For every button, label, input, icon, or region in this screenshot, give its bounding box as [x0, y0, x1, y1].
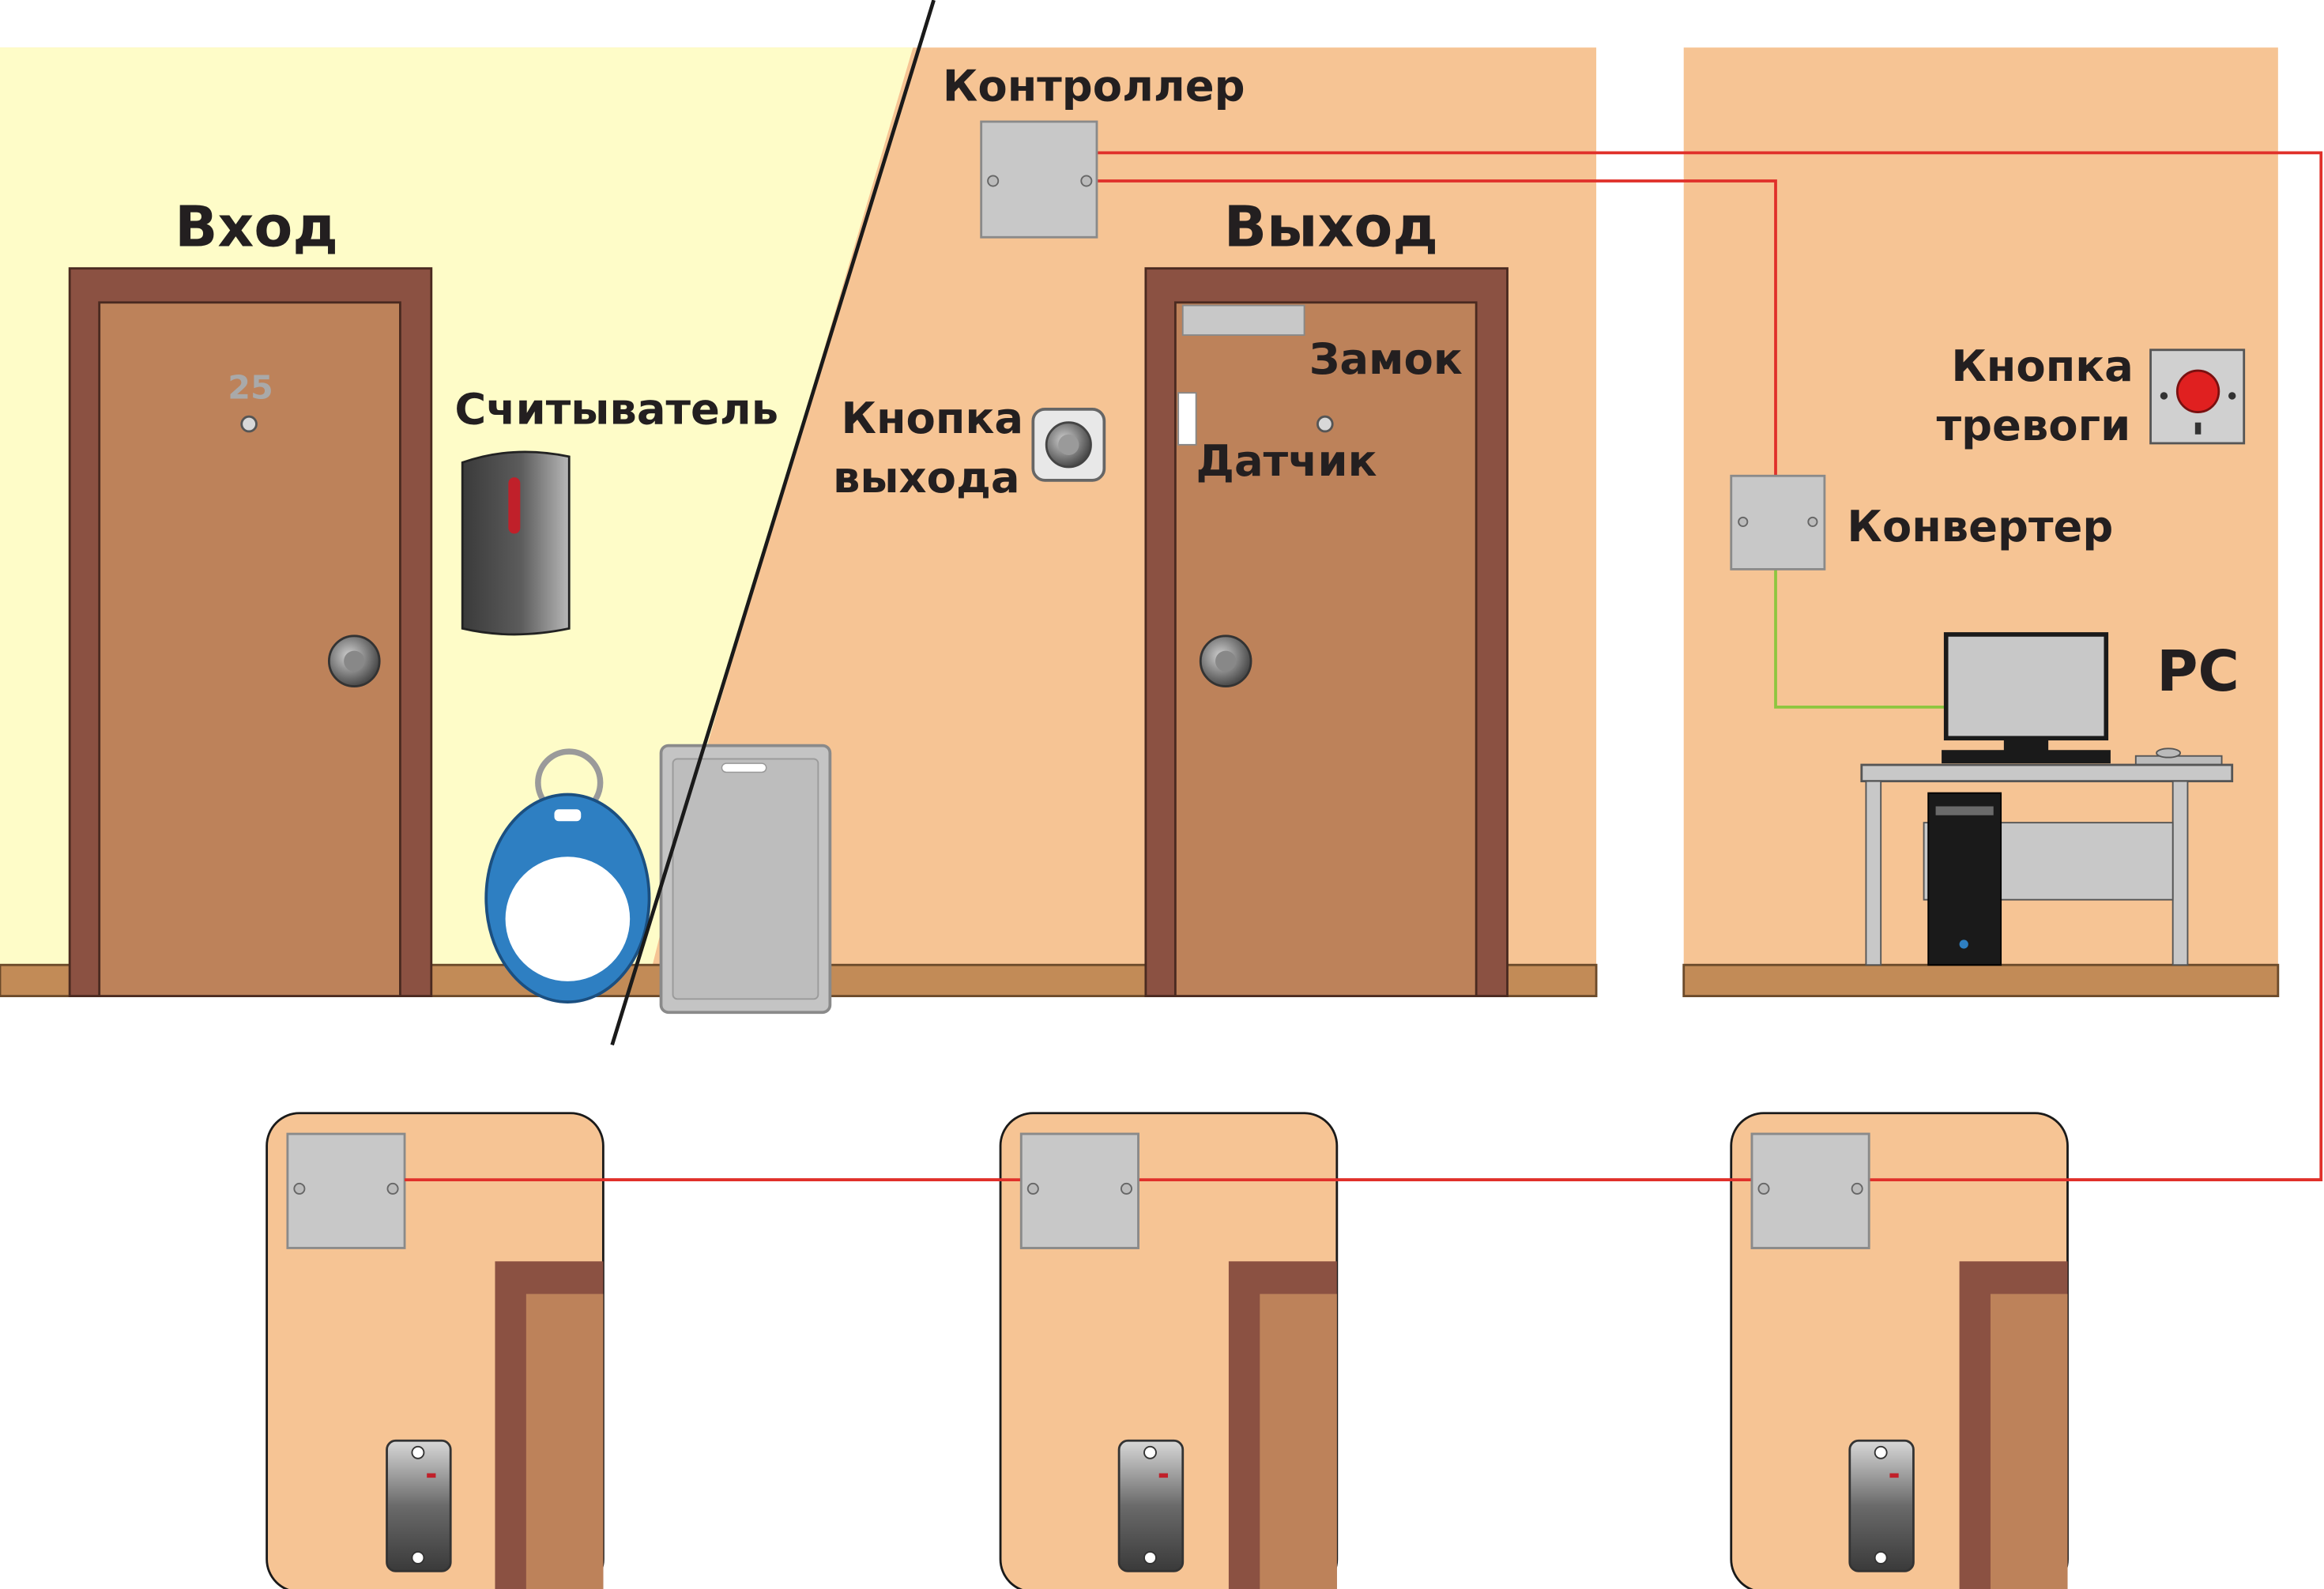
lock-icon: [1181, 304, 1305, 336]
alarm-button-icon: [2149, 348, 2246, 445]
door-knob-icon: [1199, 634, 1252, 687]
peephole-icon: [1316, 415, 1334, 433]
label-exit-button-line1: Кнопка: [842, 393, 1024, 443]
desktop-computer-icon: [1860, 632, 2234, 966]
label-exit-button-line2: выхода: [833, 453, 1020, 503]
controller-box-icon: [286, 1132, 406, 1249]
controller-box-overlay: [1750, 1132, 1870, 1249]
remote-door-unit-3: [1730, 1112, 2069, 1589]
proximity-card-icon: [659, 744, 832, 1015]
label-entrance: Вход: [175, 194, 338, 260]
door-knob-icon: [327, 634, 381, 687]
controller-box-icon: [980, 120, 1098, 239]
proximity-reader-icon: [1848, 1439, 1915, 1572]
peephole-icon: [240, 415, 258, 433]
rfid-keyfob-icon: [484, 748, 651, 1003]
label-alarm-button-line2: тревоги: [1937, 401, 2131, 450]
entrance-door: 25: [68, 267, 433, 997]
label-exit: Выход: [1224, 194, 1438, 260]
label-controller: Контроллер: [943, 62, 1245, 111]
door-sensor-icon: [1177, 392, 1197, 446]
remote-door-unit-1: [266, 1112, 605, 1589]
usb-line: [1774, 567, 1951, 709]
door-number: 25: [228, 369, 273, 407]
label-converter: Конвертер: [1847, 502, 2113, 552]
zone-divider-line: [610, 0, 936, 1046]
proximity-reader-icon: [386, 1439, 452, 1572]
proximity-reader-icon: [1117, 1439, 1185, 1572]
label-sensor: Датчик: [1196, 436, 1377, 486]
label-lock: Замок: [1309, 334, 1463, 384]
proximity-reader-icon: [461, 450, 571, 636]
label-reader: Считыватель: [454, 385, 778, 435]
exit-door: [1144, 267, 1509, 997]
label-pc: PC: [2156, 638, 2239, 704]
converter-box-icon: [1730, 474, 1826, 570]
push-button-icon: [1031, 407, 1106, 482]
label-alarm-button-line1: Кнопка: [1951, 341, 2134, 391]
controller-box-overlay: [1019, 1132, 1139, 1249]
